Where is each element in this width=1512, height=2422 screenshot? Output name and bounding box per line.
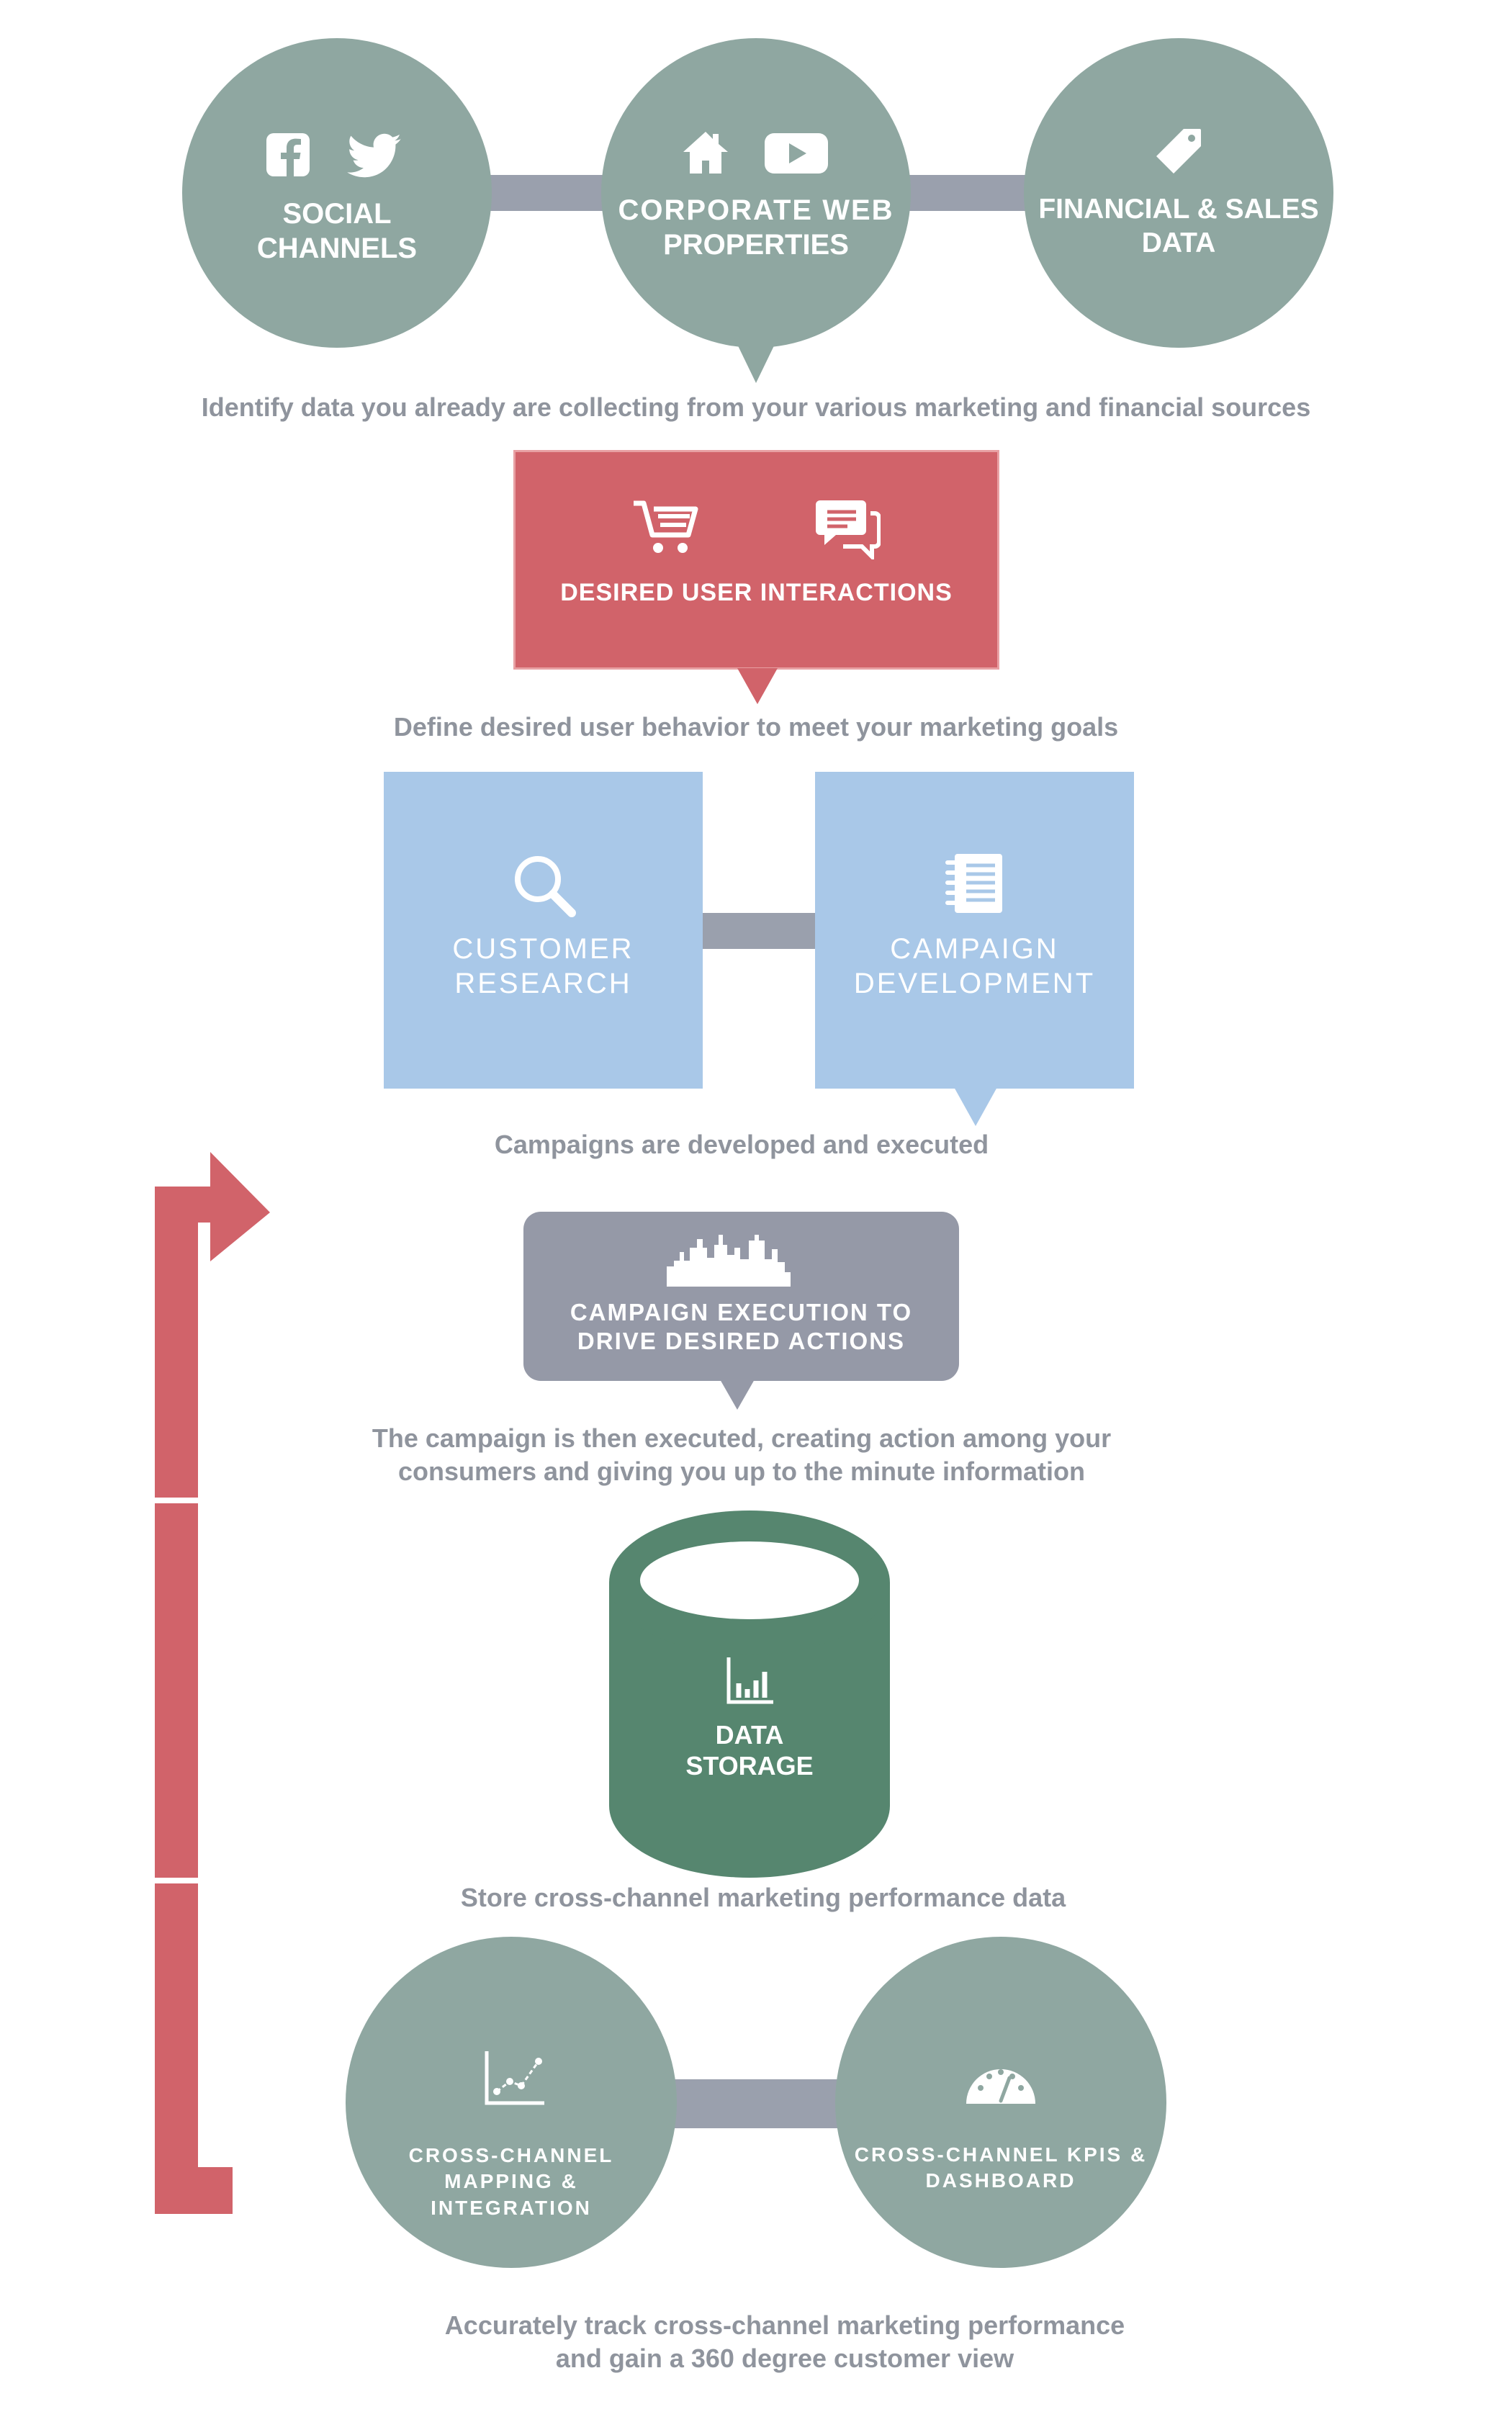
social-line2: CHANNELS [256,233,418,264]
feedback-continuous-label: CONTINUOUS [22,1899,42,2030]
gauge-icon [966,2069,1035,2104]
kpis-line2: DASHBOARD [925,2169,1076,2192]
execution-caption-line2: consumers and giving you up to the minut… [397,1457,1086,1486]
development-line1: CAMPAIGN [890,933,1059,965]
campaign-execution-box: CAMPAIGN EXECUTION TO DRIVE DESIRED ACTI… [523,1212,959,1381]
financial-sales-circle: FINANCIAL & SALES DATA [1024,38,1333,348]
cross-channel-mapping-circle: CROSS-CHANNEL MAPPING & INTEGRATION [346,1937,677,2268]
mapping-line1: CROSS-CHANNEL [408,2144,614,2166]
campaign-development-label: CAMPAIGN DEVELOPMENT [815,932,1134,1001]
search-icon [515,856,576,917]
storage-line1: DATA [715,1720,784,1750]
campaigns-caption: Campaigns are developed and executed [494,1130,989,1159]
line-chart-icon [485,2051,544,2105]
analytics-caption-line1: Accurately track cross-channel marketing… [444,2310,1125,2340]
skyline-icon [667,1235,791,1287]
kpis-line1: CROSS-CHANNEL KPIS & [854,2143,1148,2166]
social-channels-circle: SOCIAL CHANNELS [182,38,492,348]
campaign-development-box: CAMPAIGN DEVELOPMENT [815,772,1134,1089]
home-icon [683,132,728,174]
financial-line2: DATA [1141,227,1216,258]
storage-caption: Store cross-channel marketing performanc… [460,1883,1066,1912]
development-line2: DEVELOPMENT [853,968,1096,999]
mapping-line2: MAPPING & [444,2170,578,2193]
sources-caption: Identify data you already are collecting… [201,392,1311,422]
mapping-line3: INTEGRATION [431,2196,592,2219]
youtube-icon [765,133,828,174]
storage-line2: STORAGE [685,1751,814,1781]
social-channels-label: SOCIAL CHANNELS [182,197,492,266]
research-line2: RESEARCH [454,968,632,999]
corporate-line2: PROPERTIES [663,229,849,261]
facebook-icon [266,133,310,176]
corporate-pointer [734,338,778,383]
execution-caption: The campaign is then executed, creating … [0,1422,1483,1488]
feedback-arrow-shape [155,1152,270,2214]
interactions-pointer [737,668,778,704]
campaign-execution-label: CAMPAIGN EXECUTION TO DRIVE DESIRED ACTI… [523,1298,959,1355]
data-storage-cylinder: DATA STORAGE [609,1511,890,1878]
feedback-improve-label: FEEDBACK TO IMPROVE [22,1574,42,1807]
cart-icon [634,500,698,553]
analytics-caption-line2: and gain a 360 degree customer view [555,2344,1014,2373]
customer-research-box: CUSTOMER RESEARCH [384,772,703,1089]
cylinder-shape [609,1511,890,1878]
development-pointer [954,1087,997,1126]
twitter-icon [347,133,401,178]
desired-interactions-label: DESIRED USER INTERACTIONS [560,579,953,606]
cross-channel-mapping-label: CROSS-CHANNEL MAPPING & INTEGRATION [346,2143,677,2221]
desired-interactions-box: DESIRED USER INTERACTIONS [513,450,999,670]
research-line1: CUSTOMER [452,933,634,965]
execution-line1: CAMPAIGN EXECUTION TO [570,1299,913,1325]
cross-channel-kpis-circle: CROSS-CHANNEL KPIS & DASHBOARD [835,1937,1166,2268]
interactions-caption: Define desired user behavior to meet you… [393,712,1119,742]
corporate-web-circle: CORPORATE WEB PROPERTIES [601,38,911,348]
social-line1: SOCIAL [282,198,392,230]
feedback-loop-arrow [155,1152,277,2214]
execution-line2: DRIVE DESIRED ACTIONS [577,1327,906,1354]
corporate-web-label: CORPORATE WEB PROPERTIES [601,193,911,262]
cross-channel-kpis-label: CROSS-CHANNEL KPIS & DASHBOARD [835,2142,1166,2194]
execution-caption-line1: The campaign is then executed, creating … [372,1423,1112,1453]
notebook-icon [945,854,1002,913]
connector-research-development [702,913,817,949]
analytics-caption: Accurately track cross-channel marketing… [0,2309,1512,2375]
financial-line1: FINANCIAL & SALES [1038,194,1319,225]
tag-icon [1156,129,1201,174]
bar-chart-icon [726,1657,773,1704]
chat-icon [816,500,881,559]
customer-research-label: CUSTOMER RESEARCH [384,932,703,1001]
corporate-line1: CORPORATE WEB [618,194,894,226]
execution-pointer [720,1379,755,1410]
financial-sales-label: FINANCIAL & SALES DATA [1024,193,1333,261]
data-storage-label: DATA STORAGE [609,1719,890,1781]
